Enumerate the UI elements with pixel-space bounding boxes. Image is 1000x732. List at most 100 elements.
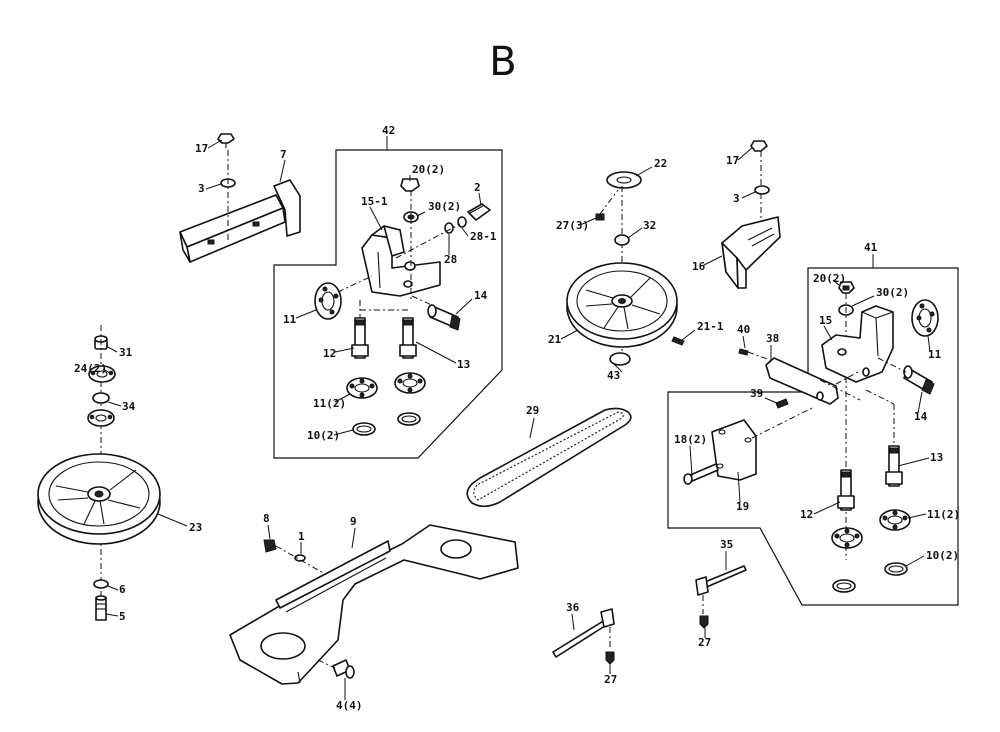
part-callout-label: 41 [864,241,878,254]
part-callout-label: 15 [819,314,832,327]
callout-leader [905,555,925,567]
part-callout-label: 30(2) [428,200,461,213]
part-17-bolt [750,140,768,152]
callout-leader [529,417,535,439]
part-callout-label: 13 [930,451,943,464]
part-callout-label: 34 [122,400,136,413]
part-27-screw [605,651,615,665]
part-14-shaft [903,365,935,395]
callout-leader [560,329,579,340]
diagram-title: B [489,39,516,85]
part-callout-label: 9 [350,515,357,528]
callout-leader [742,335,746,349]
callout-leader [579,217,597,226]
callout-leader [741,191,756,199]
callout-leader [105,613,119,617]
part-21-wheel [566,262,678,348]
callout-leader [102,368,111,374]
callout-leader [416,211,426,217]
part-callout-label: 12 [800,508,813,521]
part-17-bolt [217,133,235,148]
part-13-shaft [885,445,903,487]
part-callout-label: 28 [444,253,457,266]
callout-leader [455,298,473,315]
part-callout-label: 1 [298,530,305,543]
axis-line [411,295,435,307]
part-callout-label: 30(2) [876,286,909,299]
axis-line [395,223,461,259]
part-40-pin [738,348,749,356]
part-callout-label: 43 [607,369,620,382]
part-callout-label: 12 [323,347,336,360]
part-15-1-bracket [361,225,441,297]
part-callout-label: 27 [698,636,711,649]
part-12-shaft [351,317,369,359]
callout-leader [279,159,286,183]
callout-leader [927,335,931,353]
part-callout-label: 31 [119,346,133,359]
callout-leader [635,166,653,177]
part-callout-label: 42 [382,124,395,137]
callout-leader [571,613,575,631]
part-callout-label: 13 [457,358,470,371]
part-23-wheel [37,453,161,545]
callout-leader [334,393,351,403]
part-callout-label: 14 [474,289,488,302]
axis-line [751,407,813,439]
part-11-2-bearing [346,372,426,399]
part-27-screw [699,615,709,629]
callout-leader [907,513,927,519]
part-28-1-washer [457,216,467,228]
part-callout-label: 15-1 [361,195,388,208]
callout-leader [703,255,723,266]
callout-leader [334,347,355,353]
part-callout-label: 11(2) [313,397,346,410]
part-callout-label: 20(2) [813,272,846,285]
part-10-2-ring [352,412,421,436]
part-11-bearing [314,282,342,320]
axis-line [317,659,336,669]
part-22-cover [606,171,642,189]
part-callout-label: 16 [692,260,706,273]
callout-leader [737,147,753,161]
part-43-ring [609,352,631,366]
callout-leader [681,329,696,341]
callout-leader [369,206,383,231]
part-38-link [765,357,839,405]
part-callout-label: 11 [283,313,297,326]
callout-leader [627,227,643,239]
part-callout-label: 36 [566,601,580,614]
part-5-bolt [95,595,107,621]
part-callout-label: 4(4) [336,699,363,712]
callout-leader [917,391,923,414]
axis-line [599,189,619,215]
callout-leader [737,471,741,503]
part-11-bearing [911,299,939,337]
part-6-washer [93,579,109,589]
part-callout-label: 3 [198,182,205,195]
part-32-bushing [614,234,630,246]
part-8-screw [263,539,277,553]
part-20-nut [400,178,420,192]
part-callout-label: 32 [643,219,656,232]
callout-leader [478,192,482,206]
part-callout-label: 6 [119,583,126,596]
part-callout-label: 27 [604,673,617,686]
part-callout-label: 10(2) [307,429,340,442]
callout-leader [333,429,354,436]
part-4-bolt [332,659,355,679]
part-29-belt [466,407,632,508]
part-callout-label: 27(3) [556,219,589,232]
part-callout-label: 3 [733,192,740,205]
part-callout-label: 10(2) [926,549,959,562]
part-callout-label: 17 [195,142,208,155]
part-callout-label: 23 [189,521,202,534]
callout-leader [267,524,271,540]
callout-leader [851,295,875,307]
callout-leader [207,139,223,149]
part-11-2-bearing [831,509,911,549]
part-callout-label: 24(2) [74,362,107,375]
part-callout-label: 17 [726,154,739,167]
part-callout-label: 40 [737,323,750,336]
